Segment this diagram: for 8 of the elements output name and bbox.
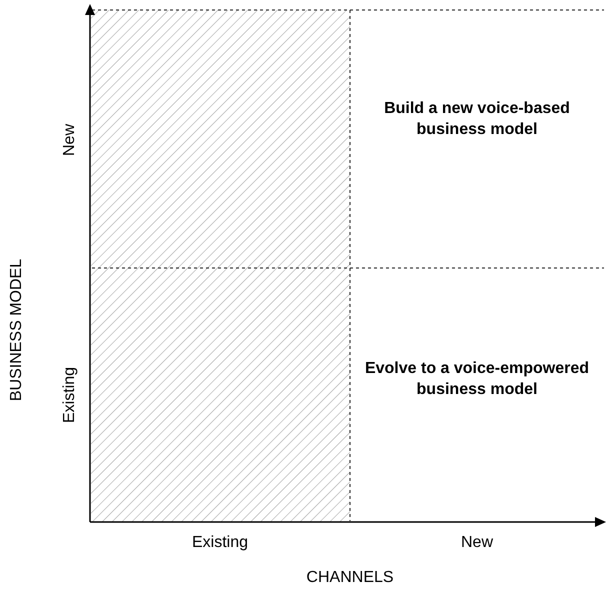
x-axis-label: CHANNELS	[306, 568, 394, 588]
x-axis-label: New	[461, 533, 493, 553]
y-axis-label: New	[60, 124, 79, 156]
quadrant-label: Build a new voice-based business model	[360, 98, 594, 140]
y-axis-label: Existing	[60, 366, 79, 424]
x-axis-label: Existing	[192, 533, 248, 553]
y-axis-label: BUSINESS MODEL	[7, 258, 26, 402]
quadrant-label: Evolve to a voice-empowered business model	[360, 358, 594, 400]
